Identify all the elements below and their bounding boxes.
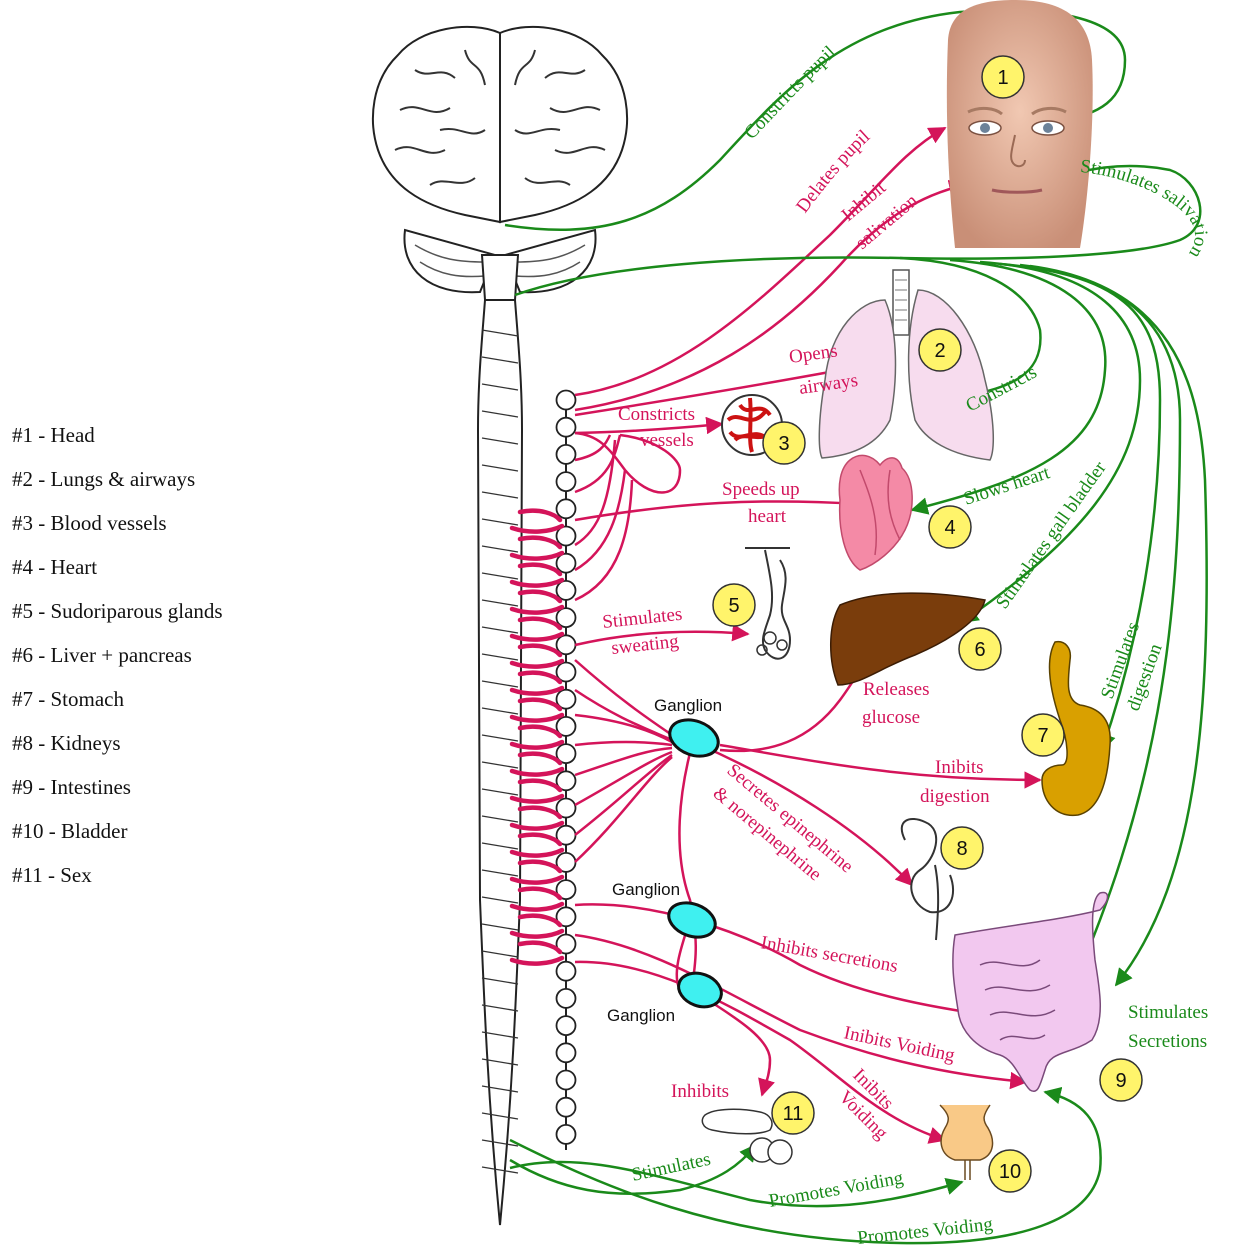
chain-ganglion-node <box>557 962 576 981</box>
label-constricts-pupil: Constricts pupil <box>740 42 840 143</box>
bladder <box>940 1105 993 1180</box>
spinal-nerve-loop <box>512 943 562 964</box>
face-image <box>947 0 1093 248</box>
svg-text:4: 4 <box>944 517 955 539</box>
ganglion-label: Ganglion <box>612 880 680 899</box>
svg-text:6: 6 <box>974 639 985 661</box>
label-stimulates-sweating-1: Stimulates <box>601 604 683 633</box>
badge-7: 7 <box>1022 714 1064 756</box>
svg-text:10: 10 <box>999 1161 1021 1183</box>
label-releases-glucose-2: glucose <box>862 707 920 728</box>
label-stimulates-secretions-2: Secretions <box>1128 1031 1207 1052</box>
chain-ganglion-node <box>557 1016 576 1035</box>
spinal-cord <box>478 300 522 1225</box>
heart <box>839 455 912 570</box>
chain-ganglion-node <box>557 1098 576 1117</box>
label-constricts-vessels-1: Constricts <box>618 404 695 425</box>
svg-text:5: 5 <box>728 595 739 617</box>
label-inhibits-digestion-1: Inibits <box>935 757 984 778</box>
label-stimulates-salivation: Stimulates salivation <box>1079 156 1211 262</box>
label-releases-glucose-1: Releases <box>863 679 929 700</box>
ganglion-label: Ganglion <box>607 1006 675 1025</box>
chain-ganglion-node <box>557 989 576 1008</box>
chain-ganglion-node <box>557 391 576 410</box>
chain-ganglion-node <box>557 1125 576 1144</box>
svg-text:3: 3 <box>778 433 789 455</box>
chain-ganglion-node <box>557 1071 576 1090</box>
label-constricts-vessels-2: vessels <box>640 430 694 451</box>
badge-2: 2 <box>919 329 961 371</box>
chain-ganglion-node <box>557 472 576 491</box>
badge-8: 8 <box>941 827 983 869</box>
label-stimulates-secretions-1: Stimulates <box>1128 1002 1208 1023</box>
intestines <box>953 892 1108 1091</box>
label-inhibits-digestion-2: digestion <box>920 786 990 807</box>
badge-6: 6 <box>959 628 1001 670</box>
badge-5: 5 <box>713 584 755 626</box>
svg-text:2: 2 <box>934 340 945 362</box>
badge-9: 9 <box>1100 1059 1142 1101</box>
label-inhibits-secretions: Inhibits secretions <box>759 932 899 977</box>
chain-ganglion-node <box>557 1043 576 1062</box>
ganglion-middle: Ganglion <box>612 880 720 943</box>
ganglion-label: Ganglion <box>654 696 722 715</box>
label-speeds-heart-2: heart <box>748 506 787 527</box>
chain-ganglion-node <box>557 581 576 600</box>
chain-ganglion-node <box>557 418 576 437</box>
badge-4: 4 <box>929 506 971 548</box>
label-inhibits-sex: Inhibits <box>671 1081 729 1102</box>
badge-3: 3 <box>763 422 805 464</box>
svg-text:8: 8 <box>956 838 967 860</box>
label-slows-heart: Slows heart <box>961 462 1053 510</box>
badge-10: 10 <box>989 1150 1031 1192</box>
chain-ganglion-node <box>557 499 576 518</box>
svg-text:11: 11 <box>783 1103 804 1125</box>
label-stimulates-sweating-2: sweating <box>610 631 680 659</box>
label-speeds-heart-1: Speeds up <box>722 479 800 500</box>
badge-11: 11 <box>772 1092 814 1134</box>
svg-text:9: 9 <box>1115 1070 1126 1092</box>
badge-1: 1 <box>982 56 1024 98</box>
svg-text:7: 7 <box>1037 725 1048 747</box>
lungs <box>819 270 993 460</box>
svg-text:1: 1 <box>997 67 1008 89</box>
brain <box>373 27 627 300</box>
ganglion-lower: Ganglion <box>607 967 726 1025</box>
chain-ganglion-node <box>557 445 576 464</box>
